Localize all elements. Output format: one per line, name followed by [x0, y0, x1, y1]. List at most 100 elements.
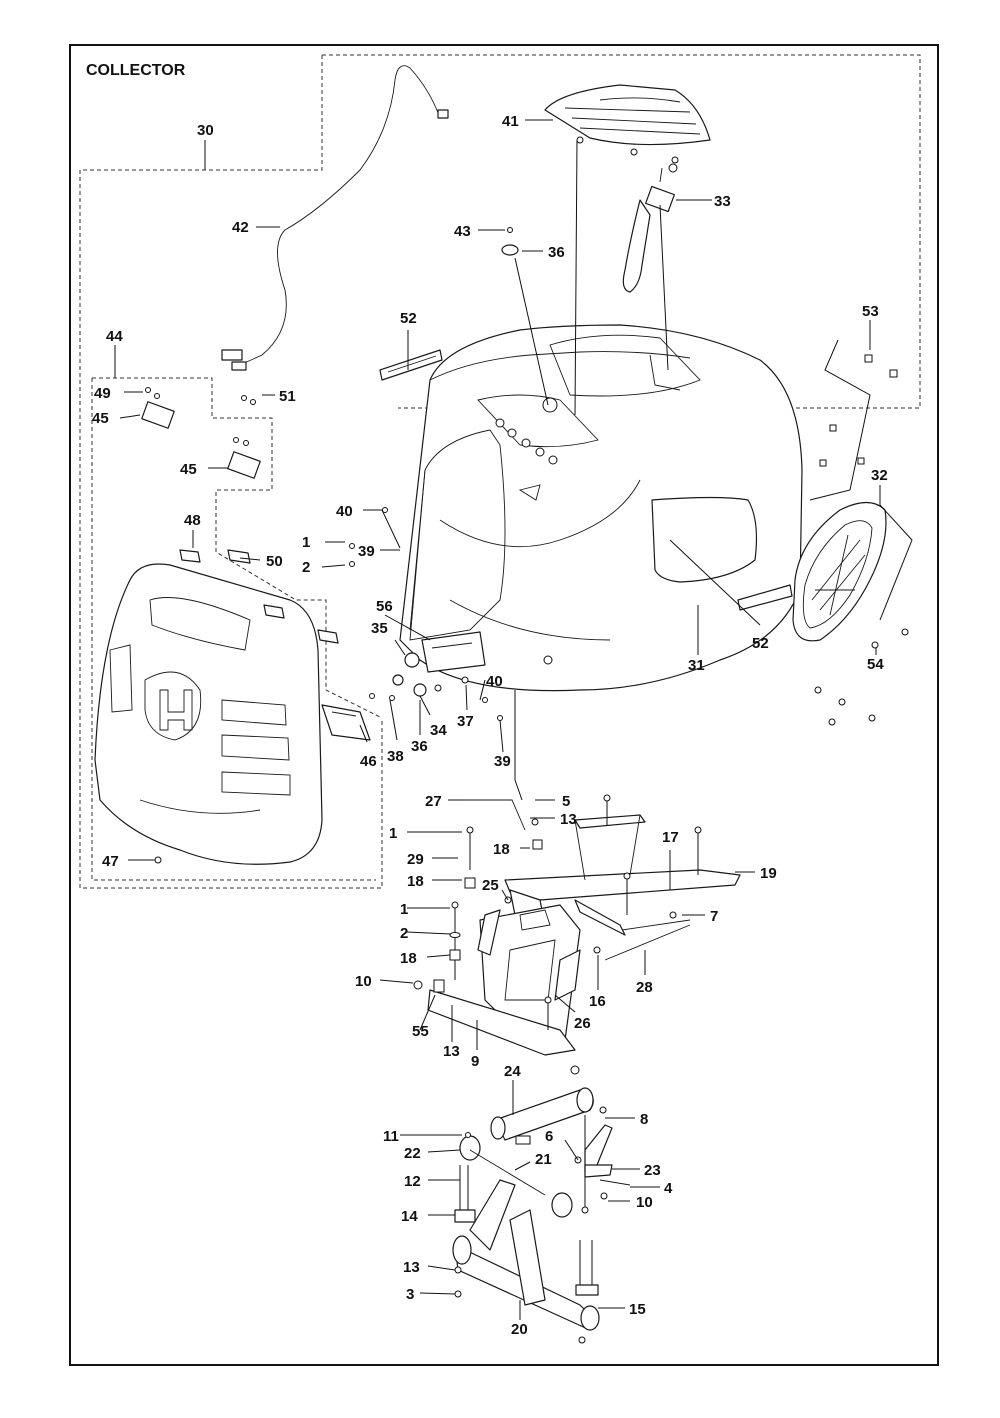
lever-23	[584, 1124, 613, 1178]
callout-51: 51	[279, 388, 296, 405]
mount-bracket-9	[413, 904, 581, 1075]
callout-2: 2	[302, 559, 310, 576]
callout-13: 13	[443, 1043, 460, 1060]
callout-6: 6	[545, 1128, 553, 1145]
fasteners-53-54	[814, 354, 909, 726]
frame-bolts	[449, 794, 702, 1030]
callout-33: 33	[714, 193, 731, 210]
callout-52: 52	[400, 310, 417, 327]
callout-20: 20	[511, 1321, 528, 1338]
callout-35: 35	[371, 620, 388, 637]
callout-17: 17	[662, 829, 679, 846]
cable-42	[221, 65, 449, 371]
callout-18: 18	[400, 950, 417, 967]
callout-55: 55	[412, 1023, 429, 1040]
callout-52: 52	[752, 635, 769, 652]
outer-frame	[69, 44, 939, 1366]
callout-13: 13	[403, 1259, 420, 1276]
callout-18: 18	[407, 873, 424, 890]
group-outline-30	[79, 55, 383, 889]
callout-36: 36	[411, 738, 428, 755]
decal-52-top	[379, 349, 443, 381]
callout-48: 48	[184, 512, 201, 529]
callout-1: 1	[389, 825, 397, 842]
callout-1: 1	[302, 534, 310, 551]
callout-53: 53	[862, 303, 879, 320]
callout-15: 15	[629, 1301, 646, 1318]
callout-13: 13	[560, 811, 577, 828]
callout-34: 34	[430, 722, 447, 739]
callout-22: 22	[404, 1145, 421, 1162]
callout-28: 28	[636, 979, 653, 996]
rear-cover-32	[792, 501, 887, 642]
callout-36: 36	[548, 244, 565, 261]
callout-18: 18	[493, 841, 510, 858]
callout-26: 26	[574, 1015, 591, 1032]
callout-16: 16	[589, 993, 606, 1010]
callout-27: 27	[425, 793, 442, 810]
callout-14: 14	[401, 1208, 418, 1225]
handle-33	[622, 156, 679, 293]
diagram-title: COLLECTOR	[86, 62, 186, 79]
callout-12: 12	[404, 1173, 421, 1190]
leader-lines	[114, 119, 913, 1320]
latch-56	[349, 227, 519, 721]
decal-52-side	[737, 584, 793, 611]
callout-45: 45	[180, 461, 197, 478]
callout-42: 42	[232, 219, 249, 236]
hinge-45-upper	[141, 387, 175, 429]
callout-19: 19	[760, 865, 777, 882]
callout-7: 7	[710, 908, 718, 925]
hinge-45-lower	[227, 395, 261, 479]
callout-11: 11	[383, 1128, 399, 1145]
callout-3: 3	[406, 1286, 414, 1303]
callout-40: 40	[486, 673, 503, 690]
callout-32: 32	[871, 467, 888, 484]
callout-1: 1	[400, 901, 408, 918]
callout-45: 45	[92, 410, 109, 427]
callout-labels: 30 41 33 42 43 36 52 53 44 49 51 45 45 3…	[92, 113, 888, 1338]
callout-25: 25	[482, 877, 499, 894]
callout-23: 23	[644, 1162, 661, 1179]
callout-21: 21	[535, 1151, 552, 1168]
bracket-46	[321, 704, 371, 741]
callout-5: 5	[562, 793, 570, 810]
callout-8: 8	[640, 1111, 648, 1128]
callout-10: 10	[355, 973, 372, 990]
callout-37: 37	[457, 713, 474, 730]
callout-56: 56	[376, 598, 393, 615]
front-cover-47	[94, 563, 323, 865]
pads-48-50	[179, 549, 339, 644]
callout-30: 30	[197, 122, 214, 139]
callout-39: 39	[494, 753, 511, 770]
callout-50: 50	[266, 553, 283, 570]
callout-2: 2	[400, 925, 408, 942]
collector-body-31	[399, 324, 803, 692]
callout-46: 46	[360, 753, 377, 770]
callout-41: 41	[502, 113, 519, 130]
callout-54: 54	[867, 656, 884, 673]
pivot-arm-24	[490, 1087, 594, 1145]
pivot-frame-20	[452, 1179, 600, 1331]
callout-49: 49	[94, 385, 111, 402]
callout-40: 40	[336, 503, 353, 520]
callout-4: 4	[664, 1180, 673, 1197]
callout-39: 39	[358, 543, 375, 560]
pivot-bolts	[454, 1106, 631, 1344]
callout-38: 38	[387, 748, 404, 765]
callout-31: 31	[688, 657, 705, 674]
callout-24: 24	[504, 1063, 521, 1080]
callout-9: 9	[471, 1053, 479, 1070]
callout-10: 10	[636, 1194, 653, 1211]
rods-27-28	[460, 799, 691, 961]
callout-43: 43	[454, 223, 471, 240]
callout-44: 44	[106, 328, 123, 345]
frame-19	[504, 814, 741, 936]
callout-29: 29	[407, 851, 424, 868]
callout-47: 47	[102, 853, 119, 870]
group-outline-44	[92, 377, 383, 719]
lid-41	[544, 84, 711, 156]
rollers-22	[459, 1135, 573, 1218]
